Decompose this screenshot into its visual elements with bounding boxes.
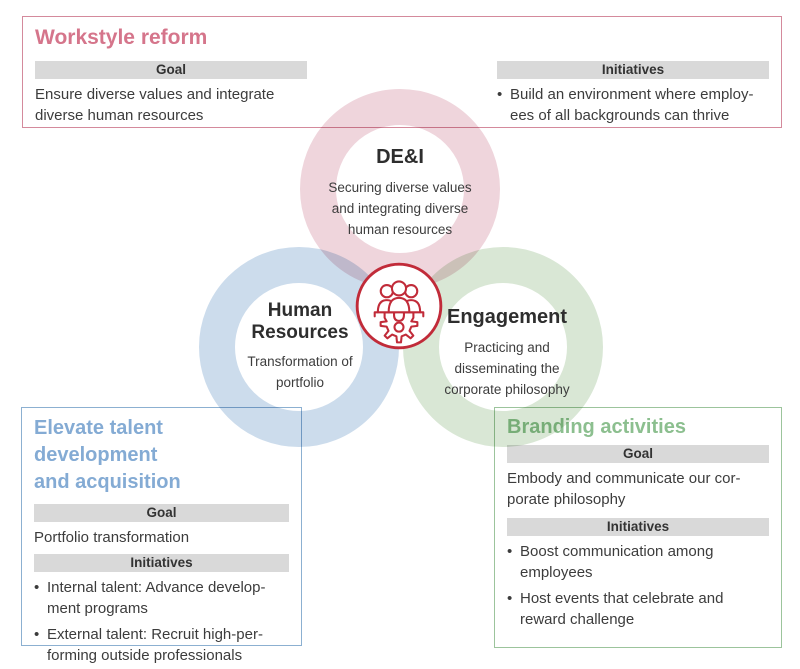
goal-header: Goal [35, 61, 307, 79]
engagement-caption: Practicing and disseminating the corpora… [444, 340, 570, 397]
branding-activities-title: Branding activities [507, 416, 686, 438]
initiatives-header: Initiatives [507, 518, 769, 536]
engagement-label: Engagement Practicing and disseminating … [422, 306, 592, 400]
human-resources-title: Human Resources [251, 300, 349, 343]
dei-caption: Securing diverse values and integrating … [328, 180, 472, 237]
list-item: • Host events that celebrate and reward … [507, 590, 724, 628]
bullet-dot: • [34, 579, 40, 596]
dei-label: DE&I Securing diverse values and integra… [310, 146, 490, 240]
engagement-title: Engagement [446, 306, 568, 328]
workstyle-reform-title: Workstyle reform [35, 26, 208, 49]
human-resources-caption: Transformation of portfolio [247, 354, 353, 390]
workstyle-reform-box: Workstyle reform Goal Ensure diverse val… [22, 16, 782, 128]
dei-title: DE&I [376, 146, 424, 168]
talent-development-box: Elevate talent development and acquisiti… [21, 407, 302, 664]
people-gear-icon [355, 262, 443, 350]
workstyle-goal-text: Ensure diverse values and integrate dive… [35, 86, 275, 124]
bullet-dot: • [497, 86, 503, 103]
bullet-dot: • [34, 626, 40, 643]
talent-development-title: Elevate talent development and acquisiti… [34, 417, 181, 493]
initiatives-header: Initiatives [34, 554, 289, 572]
talent-goal-text: Portfolio transformation [34, 529, 190, 546]
branding-activities-box: Branding activities Goal Embody and comm… [494, 407, 782, 648]
branding-goal-text: Embody and communicate our cor- porate p… [507, 470, 741, 508]
list-item: • Build an environment where employ- ees… [497, 86, 754, 124]
human-resources-label: Human Resources Transformation of portfo… [220, 300, 380, 393]
workstyle-initiatives-column: Initiatives • Build an environment where… [497, 61, 769, 126]
bullet-dot: • [507, 590, 513, 607]
initiatives-header: Initiatives [497, 61, 769, 79]
list-item: • Boost communication among employees [507, 543, 714, 581]
list-item: • External talent: Recruit high-per- for… [34, 626, 263, 664]
bullet-dot: • [507, 543, 513, 560]
goal-header: Goal [34, 504, 289, 522]
workstyle-goal-column: Goal Ensure diverse values and integrate… [35, 61, 307, 126]
goal-header: Goal [507, 445, 769, 463]
list-item: • Internal talent: Advance develop- ment… [34, 579, 266, 617]
